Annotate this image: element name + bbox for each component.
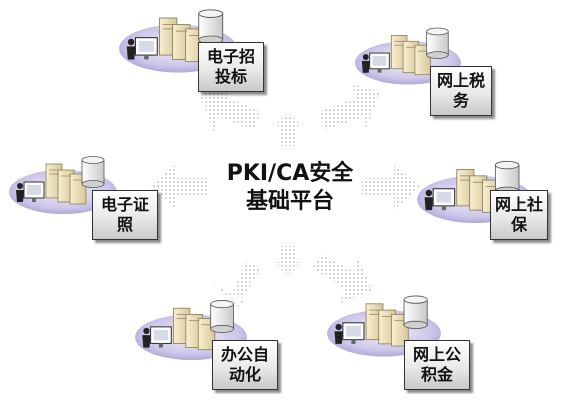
node-label-online-tax: 网上税 务 [430, 66, 492, 116]
node-label-housing-fund: 网上公 积金 [404, 340, 470, 390]
node-label-online-social-security: 网上社 保 [490, 190, 548, 240]
arrow-ring [150, 82, 420, 312]
arrow-up-left-icon [200, 82, 262, 132]
center-title-line1: PKI/CA安全 [226, 161, 354, 186]
arrow-down-right-icon [312, 254, 372, 304]
center-title-line2: 基础平台 [245, 189, 334, 214]
arrow-down-icon [274, 246, 302, 276]
arrow-down-left-icon [212, 262, 262, 312]
arrow-right-icon [362, 164, 420, 210]
arrow-left-icon [150, 164, 208, 210]
node-label-office-automation: 办公自 动化 [212, 340, 278, 390]
arrow-up-right-icon [318, 84, 380, 130]
center-platform-title: PKI/CA安全 基础平台 [170, 160, 410, 216]
node-label-e-bidding: 电子招 投标 [198, 42, 264, 92]
arrow-up-icon [274, 112, 302, 146]
node-label-e-license: 电子证 照 [92, 190, 158, 240]
